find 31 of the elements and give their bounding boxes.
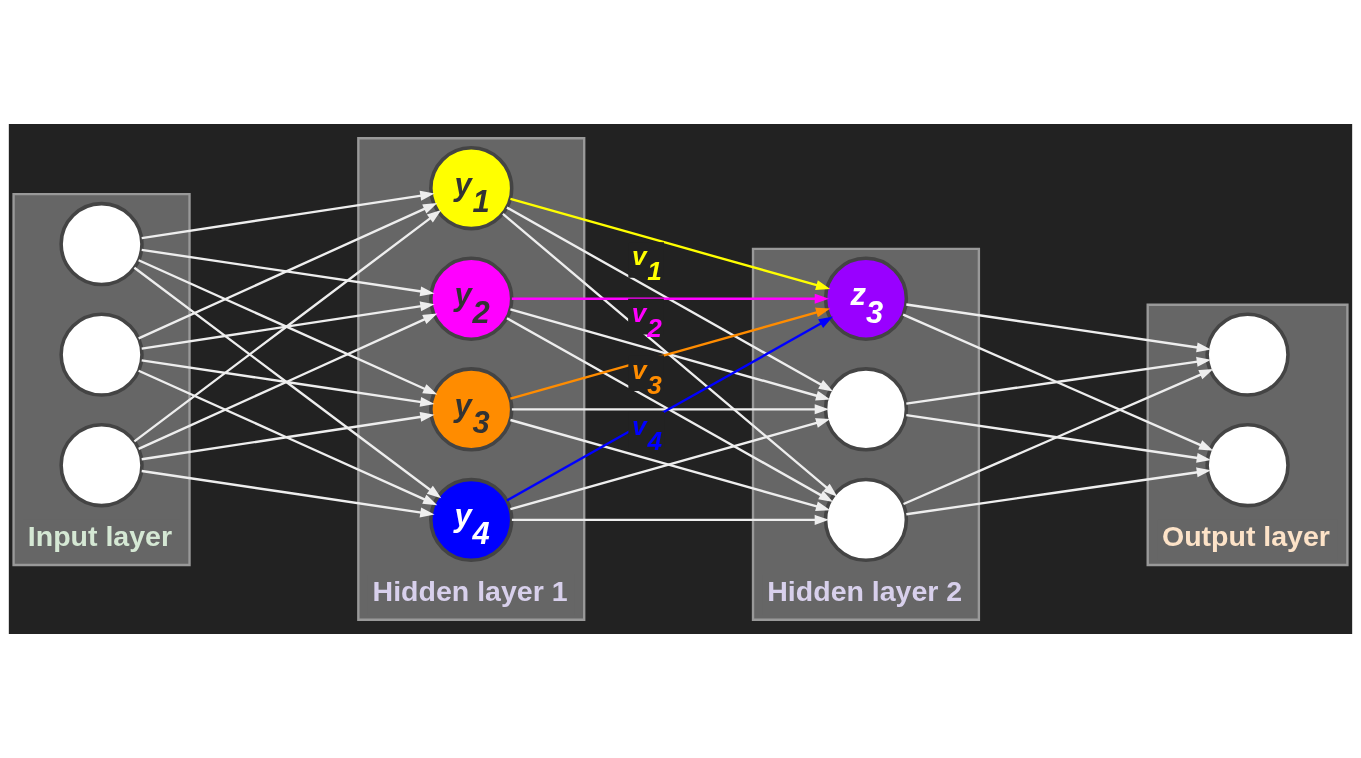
arrow — [138, 313, 438, 450]
arrow — [902, 313, 1214, 451]
arrow — [906, 467, 1211, 516]
arrow — [141, 359, 435, 407]
node-circle — [59, 423, 144, 508]
cluster: Input layer — [12, 192, 191, 567]
arrow — [511, 514, 829, 525]
arrow — [510, 197, 831, 290]
arrow — [138, 369, 438, 506]
arrow — [141, 190, 435, 240]
arrow — [511, 404, 829, 415]
arrow — [141, 469, 435, 518]
arrow — [906, 356, 1211, 405]
node-circle — [59, 312, 144, 397]
arrow — [906, 413, 1211, 463]
node-circle — [1205, 312, 1290, 397]
arrow — [502, 213, 838, 497]
arrow — [906, 303, 1211, 353]
arrow — [511, 293, 829, 304]
node-circle — [59, 201, 144, 287]
node-circle — [823, 367, 909, 452]
cluster: Output layer — [1146, 303, 1349, 567]
arrow — [141, 411, 435, 461]
node-circle — [1205, 423, 1290, 508]
arrow — [138, 203, 438, 340]
arrow — [141, 248, 435, 297]
arrow — [903, 369, 1214, 506]
arrow — [133, 209, 442, 443]
arrow — [138, 259, 438, 395]
arrow — [133, 266, 442, 499]
arrow — [141, 301, 435, 350]
